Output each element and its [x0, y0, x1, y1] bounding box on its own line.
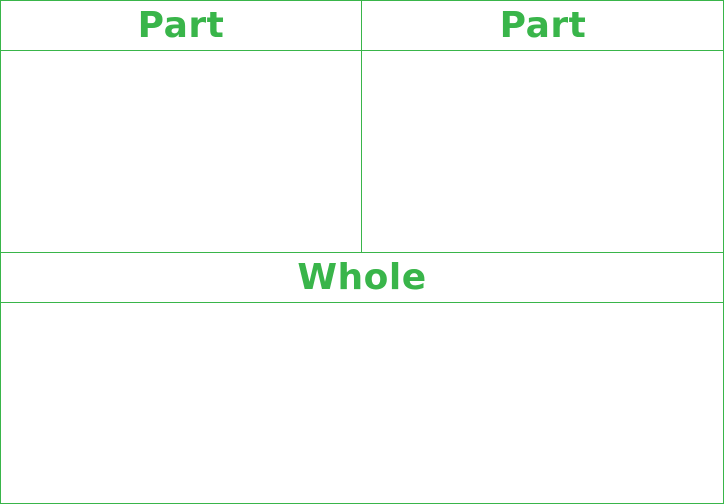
whole-box[interactable] [1, 303, 723, 503]
part-box-left[interactable] [1, 51, 362, 253]
part-header-right: Part [362, 1, 724, 51]
part-box-right[interactable] [362, 51, 724, 253]
whole-header: Whole [1, 253, 723, 303]
part-header-left: Part [1, 1, 362, 51]
